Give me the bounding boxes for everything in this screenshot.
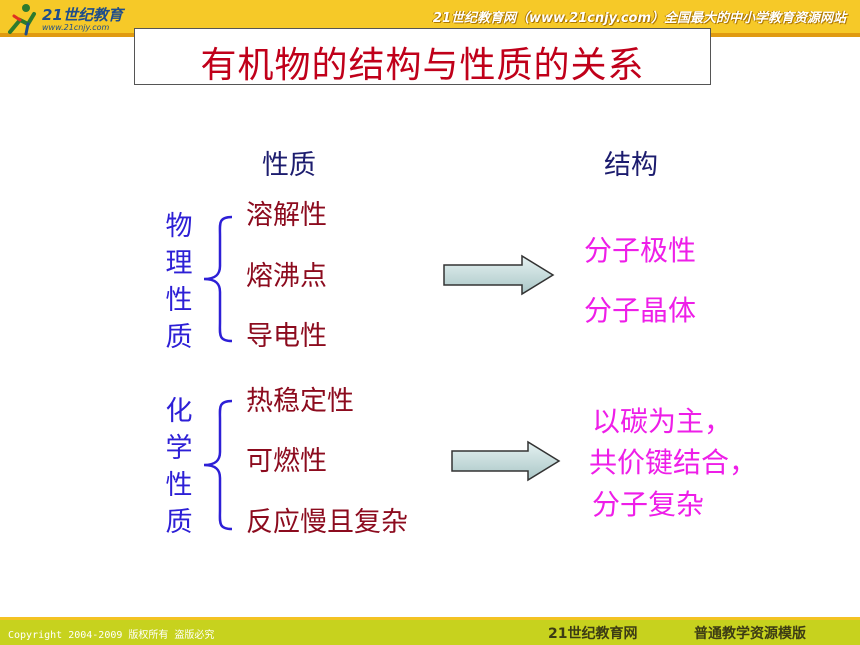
property-item-conductivity: 导电性 <box>246 321 327 352</box>
structure-item-complex-molecule: 分子复杂 <box>592 488 705 521</box>
footer-copyright: Copyright 2004-2009 版权所有 盗版必究 <box>8 630 215 641</box>
footer-bar <box>0 620 860 645</box>
runner-logo-icon <box>8 4 36 36</box>
logo-url: www.21cnjy.com <box>42 23 110 32</box>
chemical-category-label: 化学性质 <box>165 396 193 538</box>
property-item-flammability: 可燃性 <box>246 446 327 477</box>
chemical-arrow-icon <box>451 440 561 482</box>
property-item-thermal-stability: 热稳定性 <box>246 386 354 417</box>
structure-item-carbon-based: 以碳为主， <box>592 405 733 438</box>
structure-item-covalent-bonding: 共价键结合， <box>589 446 758 479</box>
physical-category-label: 物理性质 <box>165 211 193 353</box>
header-banner: 21世纪教育网（www.21cnjy.com）全国最大的中小学教育资源网站 <box>432 11 846 26</box>
footer-template-name: 普通教学资源模版 <box>694 626 806 642</box>
structure-item-molecular-polarity: 分子极性 <box>584 234 697 267</box>
property-item-solubility: 溶解性 <box>246 200 327 231</box>
header-bar <box>0 0 860 33</box>
title-box: 有机物的结构与性质的关系 <box>134 28 711 86</box>
structure-item-molecular-crystal: 分子晶体 <box>584 294 697 327</box>
property-column-header: 性质 <box>262 150 316 181</box>
site-logo: 21世纪教育 www.21cnjy.com <box>4 2 136 36</box>
chemical-brace <box>203 399 233 531</box>
structure-column-header: 结构 <box>604 150 658 181</box>
property-item-melting-boiling-point: 熔沸点 <box>246 261 327 292</box>
property-item-slow-complex-reaction: 反应慢且复杂 <box>246 507 408 538</box>
physical-brace <box>203 215 233 343</box>
footer-line <box>0 617 860 620</box>
page-title: 有机物的结构与性质的关系 <box>200 45 645 86</box>
physical-arrow-icon <box>443 254 555 296</box>
logo-text: 21世纪教育 <box>42 6 123 24</box>
footer-site-name: 21世纪教育网 <box>548 626 638 642</box>
